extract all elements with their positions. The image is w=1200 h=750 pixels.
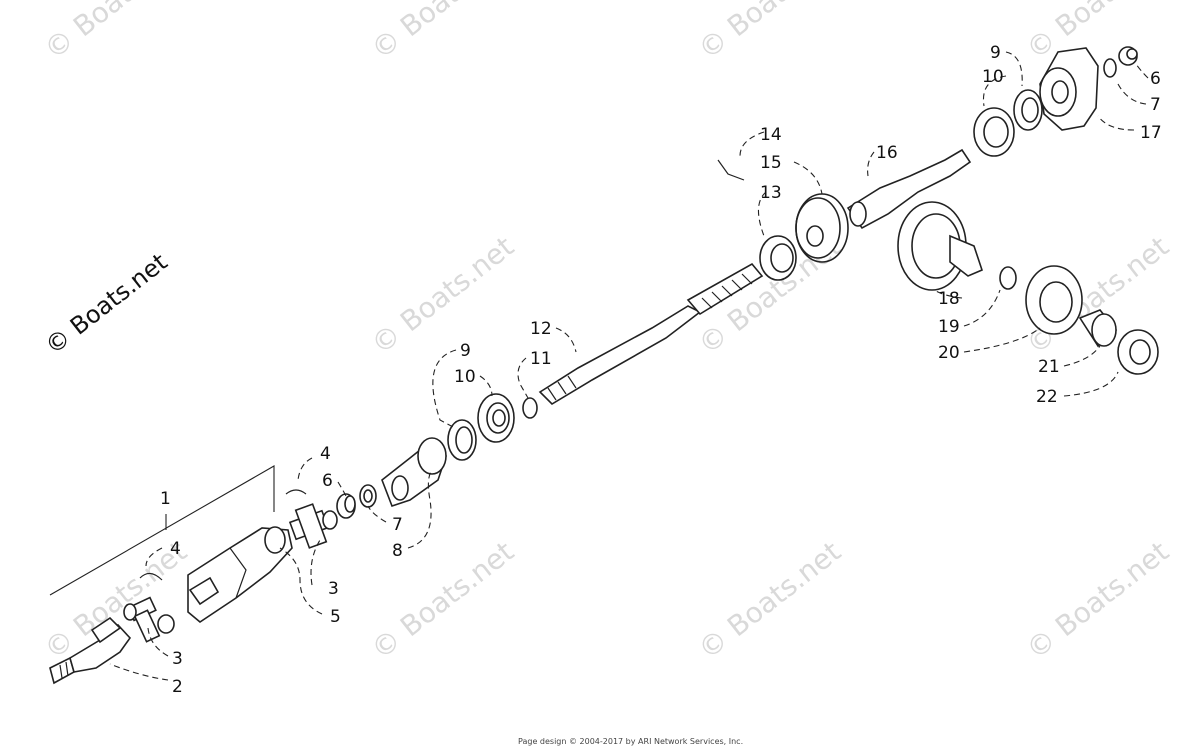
part-bevel-gear bbox=[795, 193, 849, 263]
part-washer bbox=[359, 484, 377, 508]
leader-lines bbox=[109, 51, 1149, 681]
part-bushing-21 bbox=[1078, 309, 1118, 348]
callout-8: 8 bbox=[392, 541, 403, 561]
callout-9: 9 bbox=[460, 341, 471, 361]
part-drive-shaft bbox=[538, 262, 764, 406]
callout-19: 19 bbox=[938, 317, 960, 337]
callout-10: 10 bbox=[454, 367, 476, 387]
callout-22: 22 bbox=[1036, 387, 1058, 407]
callout-14: 14 bbox=[760, 125, 782, 145]
part-bearing-20 bbox=[1025, 265, 1083, 335]
callout-2: 2 bbox=[172, 677, 183, 697]
callout-10: 10 bbox=[982, 67, 1004, 87]
callout-11: 11 bbox=[530, 349, 552, 369]
part-u-joint-cross-lower bbox=[123, 596, 175, 643]
part-washer-upper bbox=[1103, 58, 1117, 78]
callout-3: 3 bbox=[328, 579, 339, 599]
part-slip-yoke bbox=[187, 526, 293, 623]
callout-21: 21 bbox=[1038, 357, 1060, 377]
part-snap-ring-11 bbox=[522, 397, 538, 419]
callout-6: 6 bbox=[322, 471, 333, 491]
page-footer: Page design © 2004-2017 by ARI Network S… bbox=[518, 737, 744, 746]
part-bushing bbox=[336, 493, 356, 519]
part-snap-ring-upper bbox=[285, 489, 307, 495]
callout-15: 15 bbox=[760, 153, 782, 173]
callout-17: 17 bbox=[1140, 123, 1162, 143]
part-bushing-upper bbox=[1118, 46, 1138, 66]
callout-13: 13 bbox=[760, 183, 782, 203]
callout-18: 18 bbox=[938, 289, 960, 309]
part-pinion-shaft bbox=[846, 148, 972, 230]
part-seal-upper bbox=[1013, 89, 1043, 131]
callout-12: 12 bbox=[530, 319, 552, 339]
callout-7: 7 bbox=[392, 515, 403, 535]
callout-5: 5 bbox=[330, 607, 341, 627]
part-bearing-upper bbox=[973, 107, 1015, 157]
callout-3: 3 bbox=[172, 649, 183, 669]
callout-16: 16 bbox=[876, 143, 898, 163]
part-bearing-13 bbox=[759, 235, 797, 281]
part-seal-middle bbox=[447, 419, 477, 461]
callout-7: 7 bbox=[1150, 95, 1161, 115]
part-u-joint-cross-upper bbox=[288, 503, 338, 549]
callout-labels: 1 2 3 3 4 4 5 6 6 7 7 8 9 9 10 10 11 12 … bbox=[160, 43, 1162, 697]
part-clip-14 bbox=[717, 159, 745, 181]
callout-4: 4 bbox=[170, 539, 181, 559]
part-ring-gear bbox=[897, 201, 983, 291]
part-bearing-22 bbox=[1117, 329, 1159, 375]
callout-20: 20 bbox=[938, 343, 960, 363]
callout-4: 4 bbox=[320, 444, 331, 464]
part-front-yoke bbox=[49, 616, 132, 685]
callout-6: 6 bbox=[1150, 69, 1161, 89]
callout-9: 9 bbox=[990, 43, 1001, 63]
assembly-bracket bbox=[49, 465, 275, 596]
part-bearing-middle bbox=[477, 393, 515, 443]
part-flange bbox=[1039, 47, 1099, 131]
part-snap-ring-lower bbox=[139, 572, 163, 581]
part-shim bbox=[999, 266, 1017, 290]
callout-1: 1 bbox=[160, 489, 171, 509]
part-coupler bbox=[381, 437, 447, 508]
